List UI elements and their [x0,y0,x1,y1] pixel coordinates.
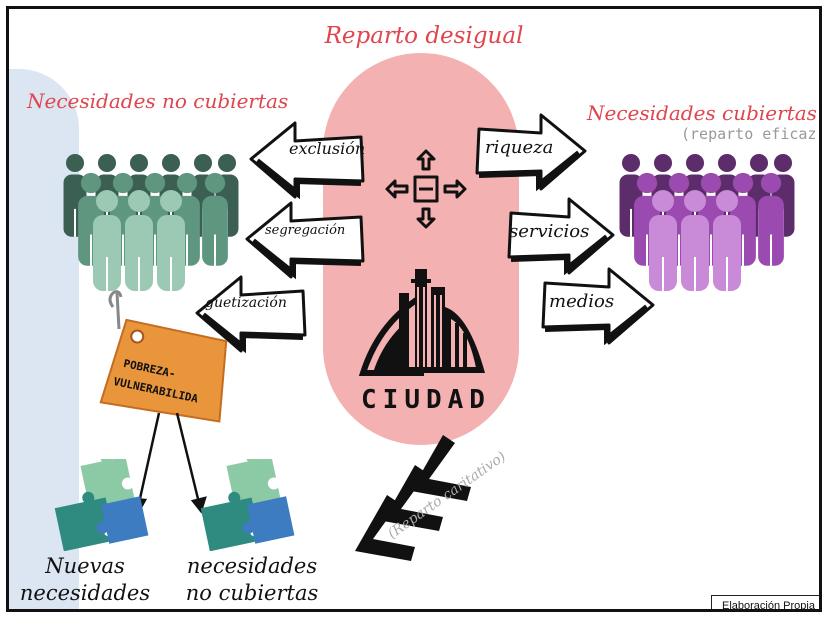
arrow-label-segregacion: segregación [265,223,346,238]
diagram-title: Reparto desigual [324,23,524,49]
arrow-segregacion [245,201,365,280]
person-icon [649,190,677,291]
arrow-label-medios: medios [549,291,615,312]
city-label: CIUDAD [361,385,491,415]
puzzle-icon [200,459,295,551]
right-subheading: (reparto eficaz) [681,125,822,143]
arrow-label-servicios: servicios [509,221,590,242]
right-heading: Necesidades cubiertas [587,101,817,125]
person-icon [125,190,153,291]
puzzle-icon [54,459,149,551]
person-icon [202,172,228,266]
person-icon [93,190,121,291]
bottom-right-label: necesidades no cubiertas [177,553,327,607]
bottom-right-line-2: no cubiertas [185,581,319,605]
left-heading: Necesidades no cubiertas [27,89,289,113]
person-icon [681,190,709,291]
arrow-exclusion [249,121,365,200]
city-skyline-icon [359,269,485,376]
arrow-guetizacion [195,275,307,354]
person-icon [758,172,784,266]
arrow-label-guetizacion: guetización [205,295,287,311]
bottom-left-line-2: necesidades [19,581,151,605]
arrow-servicios [507,197,615,276]
arrow-riqueza [475,113,587,192]
person-icon [157,190,185,291]
chevron-arrows-icon [355,435,471,561]
move-arrows-icon [385,149,467,229]
arrow-label-exclusion: exclusión [289,139,366,158]
people-group-icon [619,153,795,291]
arrow-label-riqueza: riqueza [485,137,554,158]
bottom-left-line-1: Nuevas [45,554,125,578]
credit-label: Elaboración Propia [711,595,819,609]
arrow-medios [541,267,655,346]
person-icon [713,190,741,291]
diagram-frame: Reparto desigual Necesidades no cubierta… [6,6,822,612]
arrow-shape [249,121,365,199]
bottom-left-label: Nuevas necesidades [15,553,155,607]
people-group-icon [63,153,239,291]
bottom-right-line-1: necesidades [186,554,318,578]
price-tag-icon [99,290,228,423]
